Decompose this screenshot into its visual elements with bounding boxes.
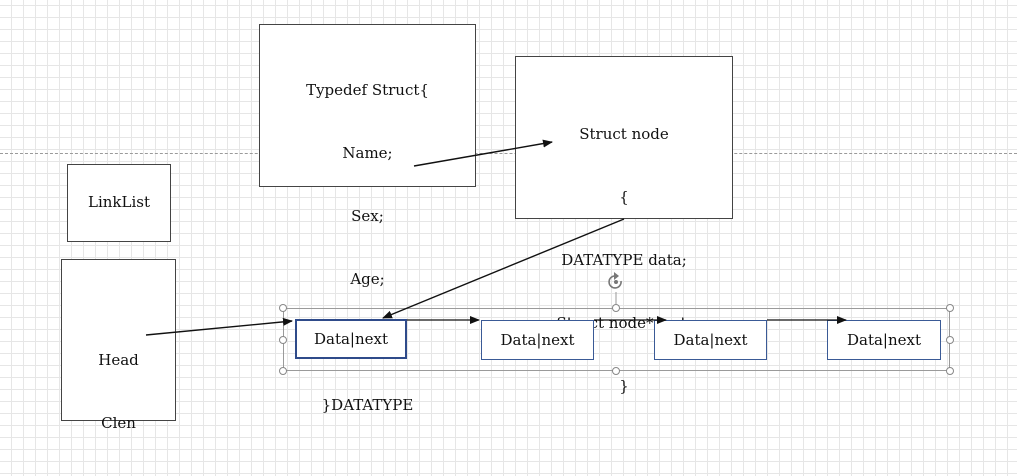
rotate-handle-icon[interactable]: [608, 272, 622, 289]
node-3[interactable]: Data|next: [654, 320, 767, 360]
linklist-label: LinkList: [88, 193, 150, 211]
resize-handle-top-middle[interactable]: [612, 304, 620, 312]
struct-line-3: DATATYPE data;: [561, 251, 687, 269]
node-2[interactable]: Data|next: [481, 320, 594, 360]
struct-line-5: }: [619, 377, 629, 395]
arrow-datatype-to-struct: [413, 139, 553, 167]
node-1[interactable]: Data|next: [295, 319, 407, 359]
head-box[interactable]: Head Clen: [61, 259, 176, 432]
head-label: Head: [98, 351, 139, 369]
diagram-canvas[interactable]: Typedef Struct{ Name; Sex; Age; score }D…: [0, 0, 1017, 455]
resize-handle-middle-left[interactable]: [279, 336, 287, 344]
resize-handle-top-right[interactable]: [946, 304, 954, 312]
head-box-text: Head Clen: [62, 308, 175, 476]
page-break-line: [0, 153, 1017, 154]
arrow-struct-to-node1: [382, 218, 625, 319]
typedef-line-3: Sex;: [351, 207, 384, 225]
struct-node-box[interactable]: Struct node { DATATYPE data; Struct node…: [515, 56, 733, 395]
resize-handle-top-left[interactable]: [279, 304, 287, 312]
typedef-line-4: Age;: [350, 270, 385, 288]
resize-handle-middle-right[interactable]: [946, 336, 954, 344]
typedef-line-2: Name;: [342, 144, 393, 162]
resize-handle-bottom-middle[interactable]: [612, 367, 620, 375]
clen-label: Clen: [101, 414, 136, 432]
typedef-line-6: }DATATYPE: [321, 396, 414, 414]
linklist-box[interactable]: LinkList: [67, 164, 171, 242]
resize-handle-bottom-left[interactable]: [279, 367, 287, 375]
resize-handle-bottom-right[interactable]: [946, 367, 954, 375]
arrow-head-to-node1: [145, 317, 293, 336]
struct-line-2: {: [619, 188, 629, 206]
typedef-line-1: Typedef Struct{: [306, 81, 429, 99]
node-4[interactable]: Data|next: [827, 320, 941, 360]
struct-line-1: Struct node: [579, 125, 669, 143]
connector-layer: [145, 139, 847, 336]
